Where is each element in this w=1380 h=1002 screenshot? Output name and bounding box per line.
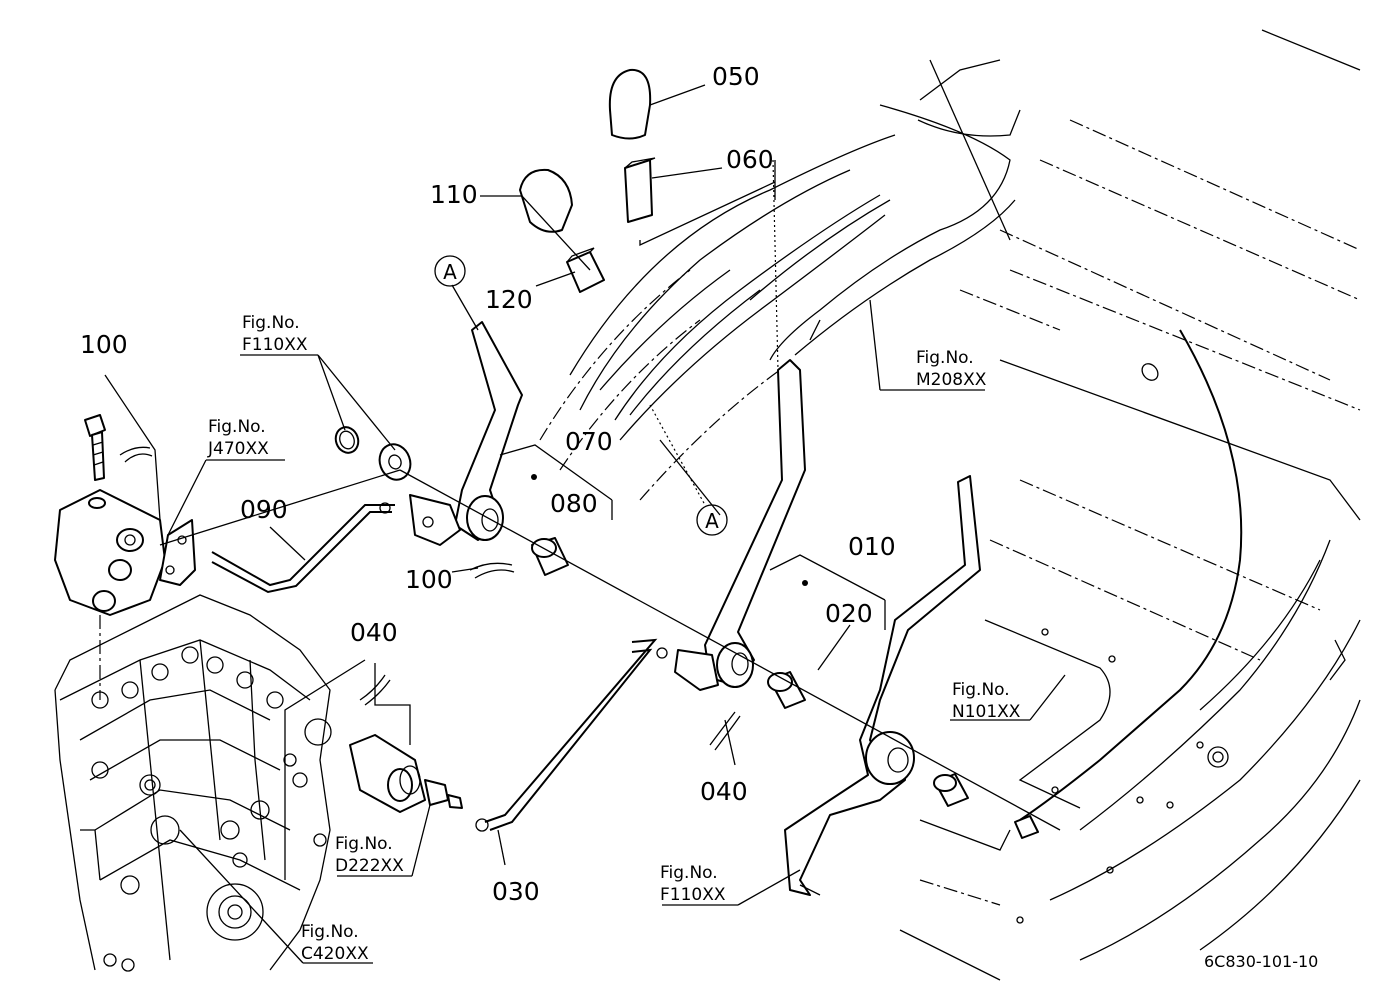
part-rod-030 — [475, 638, 668, 832]
part-label-100-top: 100 — [80, 330, 128, 359]
figure-ref-d222: Fig.No. D222XX — [335, 834, 404, 876]
part-label-110: 110 — [430, 180, 478, 209]
figure-ref-prefix: Fig.No. — [660, 863, 718, 883]
figure-ref-prefix: Fig.No. — [335, 834, 393, 854]
part-lever-070 — [409, 321, 523, 546]
callout-a-bottom: A — [696, 504, 728, 536]
figure-ref-code: M208XX — [916, 370, 987, 390]
figure-ref-m208: Fig.No. M208XX — [916, 348, 987, 390]
figure-ref-f110-bottom: Fig.No. F110XX — [660, 863, 726, 905]
transmission-case — [54, 594, 332, 972]
part-knob-110 — [519, 168, 605, 293]
figure-ref-prefix: Fig.No. — [916, 348, 974, 368]
part-label-030: 030 — [492, 877, 540, 906]
figure-ref-j470: Fig.No. J470XX — [207, 417, 269, 459]
washers — [334, 426, 412, 481]
part-label-070: 070 — [565, 427, 613, 456]
part-label-120: 120 — [485, 285, 533, 314]
part-label-100-bottom: 100 — [405, 565, 453, 594]
part-lever-010 — [674, 359, 806, 691]
part-knob-050 — [608, 68, 656, 223]
figure-ref-prefix: Fig.No. — [242, 313, 300, 333]
lever-f110 — [784, 475, 981, 896]
part-label-010: 010 — [848, 532, 896, 561]
floor-platform-outline — [899, 29, 1361, 981]
shaft-centerlines — [159, 159, 1061, 831]
part-label-040-left: 040 — [350, 618, 398, 647]
figure-ref-code: D222XX — [335, 856, 404, 876]
figure-ref-prefix: Fig.No. — [301, 922, 359, 942]
callout-a-top: A — [434, 255, 466, 287]
part-label-090: 090 — [240, 495, 288, 524]
figure-ref-code: F110XX — [660, 885, 726, 905]
valve-spool-d222 — [349, 734, 463, 813]
drawing-code: 6C830-101-10 — [1204, 952, 1318, 971]
part-label-060: 060 — [726, 145, 774, 174]
part-label-040-right: 040 — [700, 777, 748, 806]
figure-ref-f110-top: Fig.No. F110XX — [242, 313, 308, 355]
leader-lines — [104, 84, 1066, 964]
split-pins — [119, 446, 741, 751]
figure-ref-code: N101XX — [952, 702, 1021, 722]
callout-a-top-letter: A — [443, 260, 457, 284]
callout-a-bottom-letter: A — [705, 509, 719, 533]
part-label-050: 050 — [712, 62, 760, 91]
figure-ref-prefix: Fig.No. — [952, 680, 1010, 700]
figure-ref-code: J470XX — [207, 439, 269, 459]
figure-ref-code: C420XX — [301, 944, 369, 964]
part-label-080: 080 — [550, 489, 598, 518]
fender-console-outline — [539, 104, 1016, 501]
part-rod-090 — [211, 502, 395, 594]
part-label-020: 020 — [825, 599, 873, 628]
figure-ref-code: F110XX — [242, 335, 308, 355]
figure-ref-n101: Fig.No. N101XX — [952, 680, 1021, 722]
figure-ref-c420: Fig.No. C420XX — [301, 922, 369, 964]
bushes — [531, 537, 1039, 839]
figure-ref-prefix: Fig.No. — [208, 417, 266, 437]
